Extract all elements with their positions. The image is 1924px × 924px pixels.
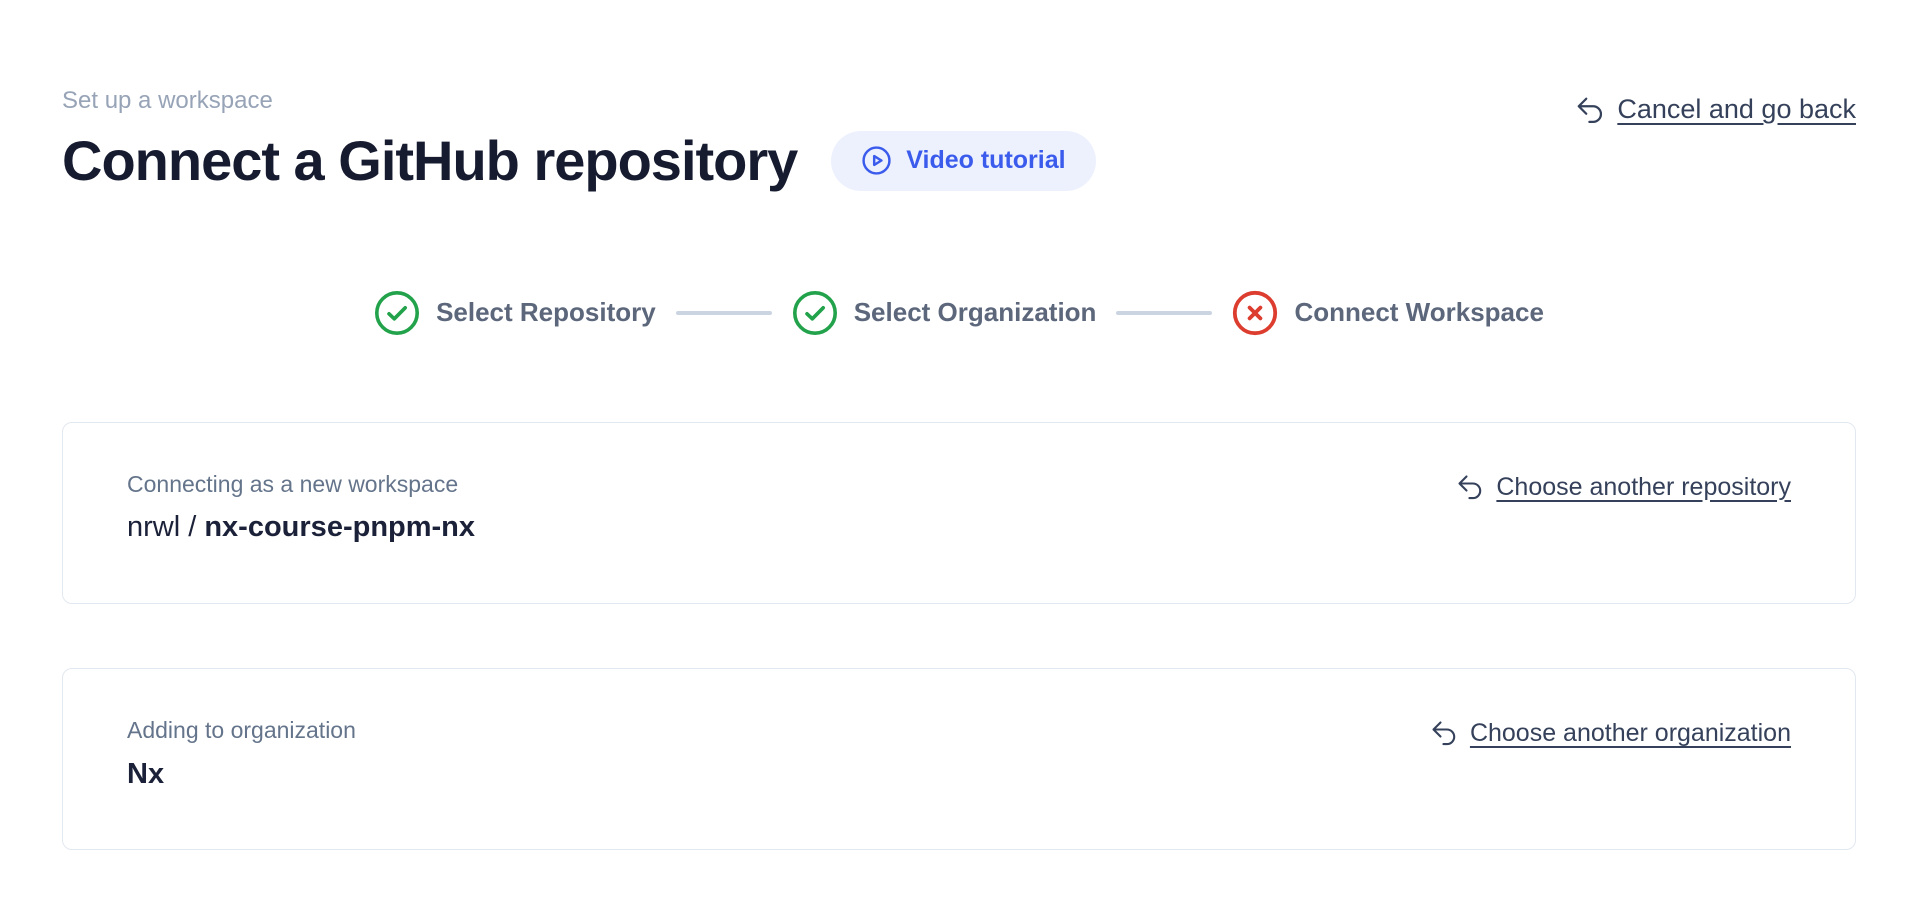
step-connect-workspace: Connect Workspace xyxy=(1232,290,1544,336)
selected-organization-card: Adding to organization Nx Choose another… xyxy=(62,667,1856,851)
progress-stepper: Select Repository Select Organization Co… xyxy=(62,290,1856,336)
stepper-connector xyxy=(675,310,772,315)
step-select-repository: Select Repository xyxy=(374,290,656,336)
play-circle-icon xyxy=(861,145,892,176)
selected-repository-card: Connecting as a new workspace nrwl / nx-… xyxy=(62,421,1856,604)
page-header: Set up a workspace Connect a GitHub repo… xyxy=(62,86,1856,192)
repo-name: nx-course-pnpm-nx xyxy=(204,511,476,544)
card-label: Adding to organization xyxy=(127,716,356,743)
undo-icon xyxy=(1430,719,1458,747)
org-name: Nx xyxy=(127,757,165,790)
page-title: Connect a GitHub repository xyxy=(62,129,798,192)
card-label: Connecting as a new workspace xyxy=(127,470,459,497)
video-tutorial-label: Video tutorial xyxy=(906,146,1066,175)
card-info: Connecting as a new workspace nrwl / nx-… xyxy=(127,471,475,545)
choose-another-organization-label: Choose another organization xyxy=(1469,718,1791,747)
header-left: Set up a workspace Connect a GitHub repo… xyxy=(62,86,1096,192)
step-label: Select Organization xyxy=(853,297,1097,328)
undo-icon xyxy=(1575,95,1605,125)
eyebrow-text: Set up a workspace xyxy=(62,87,273,114)
repo-owner: nrwl / xyxy=(127,511,205,544)
card-info: Adding to organization Nx xyxy=(127,717,356,791)
check-circle-icon xyxy=(374,290,420,336)
cancel-link-label: Cancel and go back xyxy=(1617,94,1856,124)
x-circle-icon xyxy=(1232,290,1278,336)
selected-organization-value: Nx xyxy=(127,757,356,792)
cancel-and-go-back-link[interactable]: Cancel and go back xyxy=(1575,94,1856,125)
choose-another-repository-label: Choose another repository xyxy=(1496,472,1791,501)
check-circle-icon xyxy=(792,290,838,336)
undo-icon xyxy=(1456,473,1484,501)
step-select-organization: Select Organization xyxy=(792,290,1097,336)
step-label: Select Repository xyxy=(436,297,656,328)
stepper-connector xyxy=(1116,310,1213,315)
step-label: Connect Workspace xyxy=(1294,297,1544,328)
title-row: Connect a GitHub repository Video tutori… xyxy=(62,130,1096,192)
selected-repository-value: nrwl / nx-course-pnpm-nx xyxy=(127,510,475,545)
choose-another-organization-link[interactable]: Choose another organization xyxy=(1430,719,1791,748)
video-tutorial-button[interactable]: Video tutorial xyxy=(831,130,1096,191)
choose-another-repository-link[interactable]: Choose another repository xyxy=(1456,473,1791,502)
